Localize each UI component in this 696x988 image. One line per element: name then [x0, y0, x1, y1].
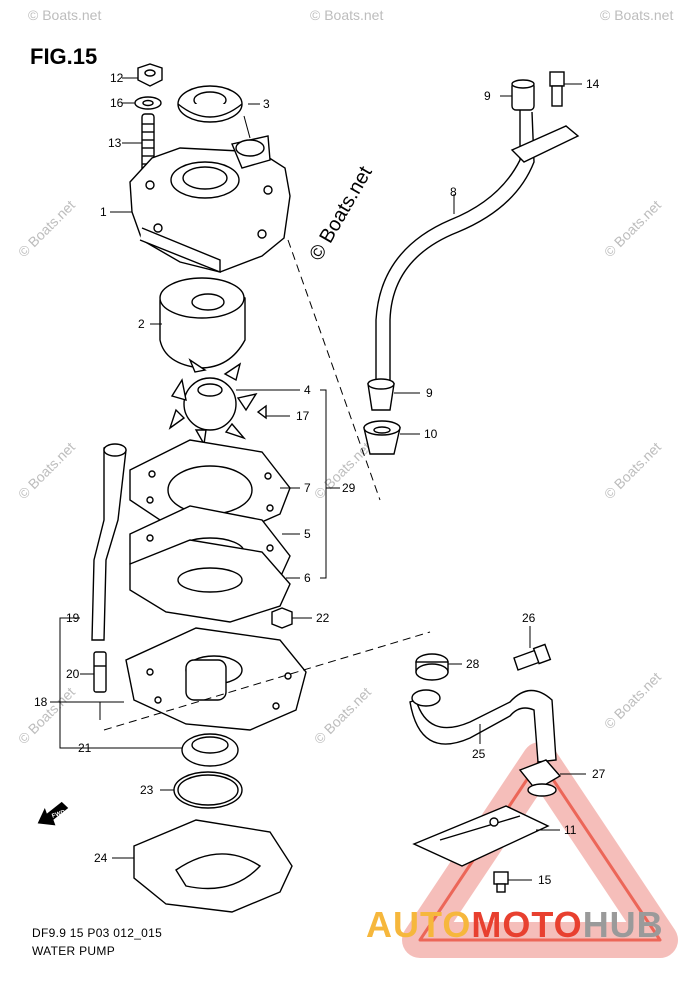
part-seal-3 [177, 85, 243, 123]
watermark: © Boats.net [601, 669, 664, 732]
part-grommet-9-bottom [367, 378, 395, 411]
part-seal-21 [181, 733, 239, 767]
part-washer-16 [134, 96, 162, 110]
callout-18: 18 [34, 695, 48, 709]
watermark: © Boats.net [311, 684, 374, 747]
watermark: © Boats.net [15, 439, 78, 502]
part-nut-12 [137, 63, 163, 87]
callout-5: 5 [304, 527, 311, 541]
callout-27: 27 [592, 767, 606, 781]
part-o-ring-23 [173, 771, 243, 809]
callout-7: 7 [304, 481, 311, 495]
callout-13: 13 [108, 136, 122, 150]
part-pump-case-1 [129, 135, 291, 274]
callout-11: 11 [564, 823, 577, 837]
brand-auto: AUTO [366, 904, 472, 945]
part-bolt-26 [513, 643, 552, 671]
part-grommet-28 [415, 653, 449, 681]
callout-20: 20 [66, 667, 80, 681]
automotohub-brand: AUTOMOTOHUB [366, 904, 664, 946]
part-grommet-9-top [511, 79, 535, 111]
callout-6: 6 [304, 571, 311, 585]
callout-25: 25 [472, 747, 486, 761]
part-lower-case-18 [125, 627, 307, 731]
callout-1: 1 [100, 205, 107, 219]
part-gasket-6 [129, 539, 291, 623]
callout-16: 16 [110, 96, 124, 110]
watermark: © Boats.net [28, 7, 101, 23]
watermark: © Boats.net [601, 439, 664, 502]
part-nozzle-20 [93, 651, 107, 693]
part-bolt-15-lower [493, 871, 509, 893]
callout-10: 10 [424, 427, 438, 441]
callout-labels: 12 16 13 1 2 3 4 17 7 5 6 29 22 19 20 18… [34, 71, 606, 887]
part-plate-11 [412, 805, 550, 867]
callout-2: 2 [138, 317, 145, 331]
part-hose-8 [375, 110, 535, 380]
part-nut-22 [271, 607, 293, 629]
callout-29: 29 [342, 481, 356, 495]
callout-8: 8 [450, 185, 457, 199]
callout-14: 14 [586, 77, 600, 91]
callout-23: 23 [140, 783, 154, 797]
part-liner-2 [159, 277, 246, 369]
callout-19: 19 [66, 611, 80, 625]
watermark: © Boats.net [310, 7, 383, 23]
watermark: © Boats.net [600, 7, 673, 23]
part-bracket [510, 125, 580, 163]
part-gasket-7 [129, 439, 291, 537]
callout-21: 21 [78, 741, 92, 755]
part-tube-19 [91, 443, 127, 641]
figure-code: DF9.9 15 P03 012_015 [32, 926, 163, 940]
figure-title: FIG.15 [30, 44, 98, 69]
callout-17: 17 [296, 409, 310, 423]
callout-12: 12 [110, 71, 124, 85]
watermark: © Boats.net [15, 197, 78, 260]
part-impeller-4 [168, 358, 258, 447]
figure-name: WATER PUMP [32, 944, 115, 958]
callout-28: 28 [466, 657, 480, 671]
callout-26: 26 [522, 611, 536, 625]
watermark: © Boats.net [15, 684, 78, 747]
part-water-tube-25 [409, 689, 557, 763]
part-key-17 [256, 404, 267, 420]
part-seal-27 [518, 759, 562, 797]
callout-9-bottom: 9 [426, 386, 433, 400]
callout-22: 22 [316, 611, 330, 625]
watermark-layer: © Boats.net © Boats.net © Boats.net © Bo… [15, 7, 674, 747]
part-bolt-14 [549, 71, 565, 107]
leader-lines [50, 77, 586, 881]
brand-hub: HUB [582, 904, 664, 945]
part-grommet-10 [363, 420, 401, 455]
forward-arrow-icon: FWD [37, 801, 69, 826]
callout-15: 15 [538, 873, 552, 887]
brand-moto: MOTO [471, 904, 583, 945]
callout-9-top: 9 [484, 89, 491, 103]
watermark: © Boats.net [601, 197, 664, 260]
part-gasket-24 [133, 819, 293, 913]
callout-4: 4 [304, 383, 311, 397]
callout-3: 3 [263, 97, 270, 111]
fwd-label: FWD [51, 809, 67, 820]
boats-net-diagonal-watermark: © Boats.net [305, 162, 377, 264]
callout-24: 24 [94, 851, 108, 865]
